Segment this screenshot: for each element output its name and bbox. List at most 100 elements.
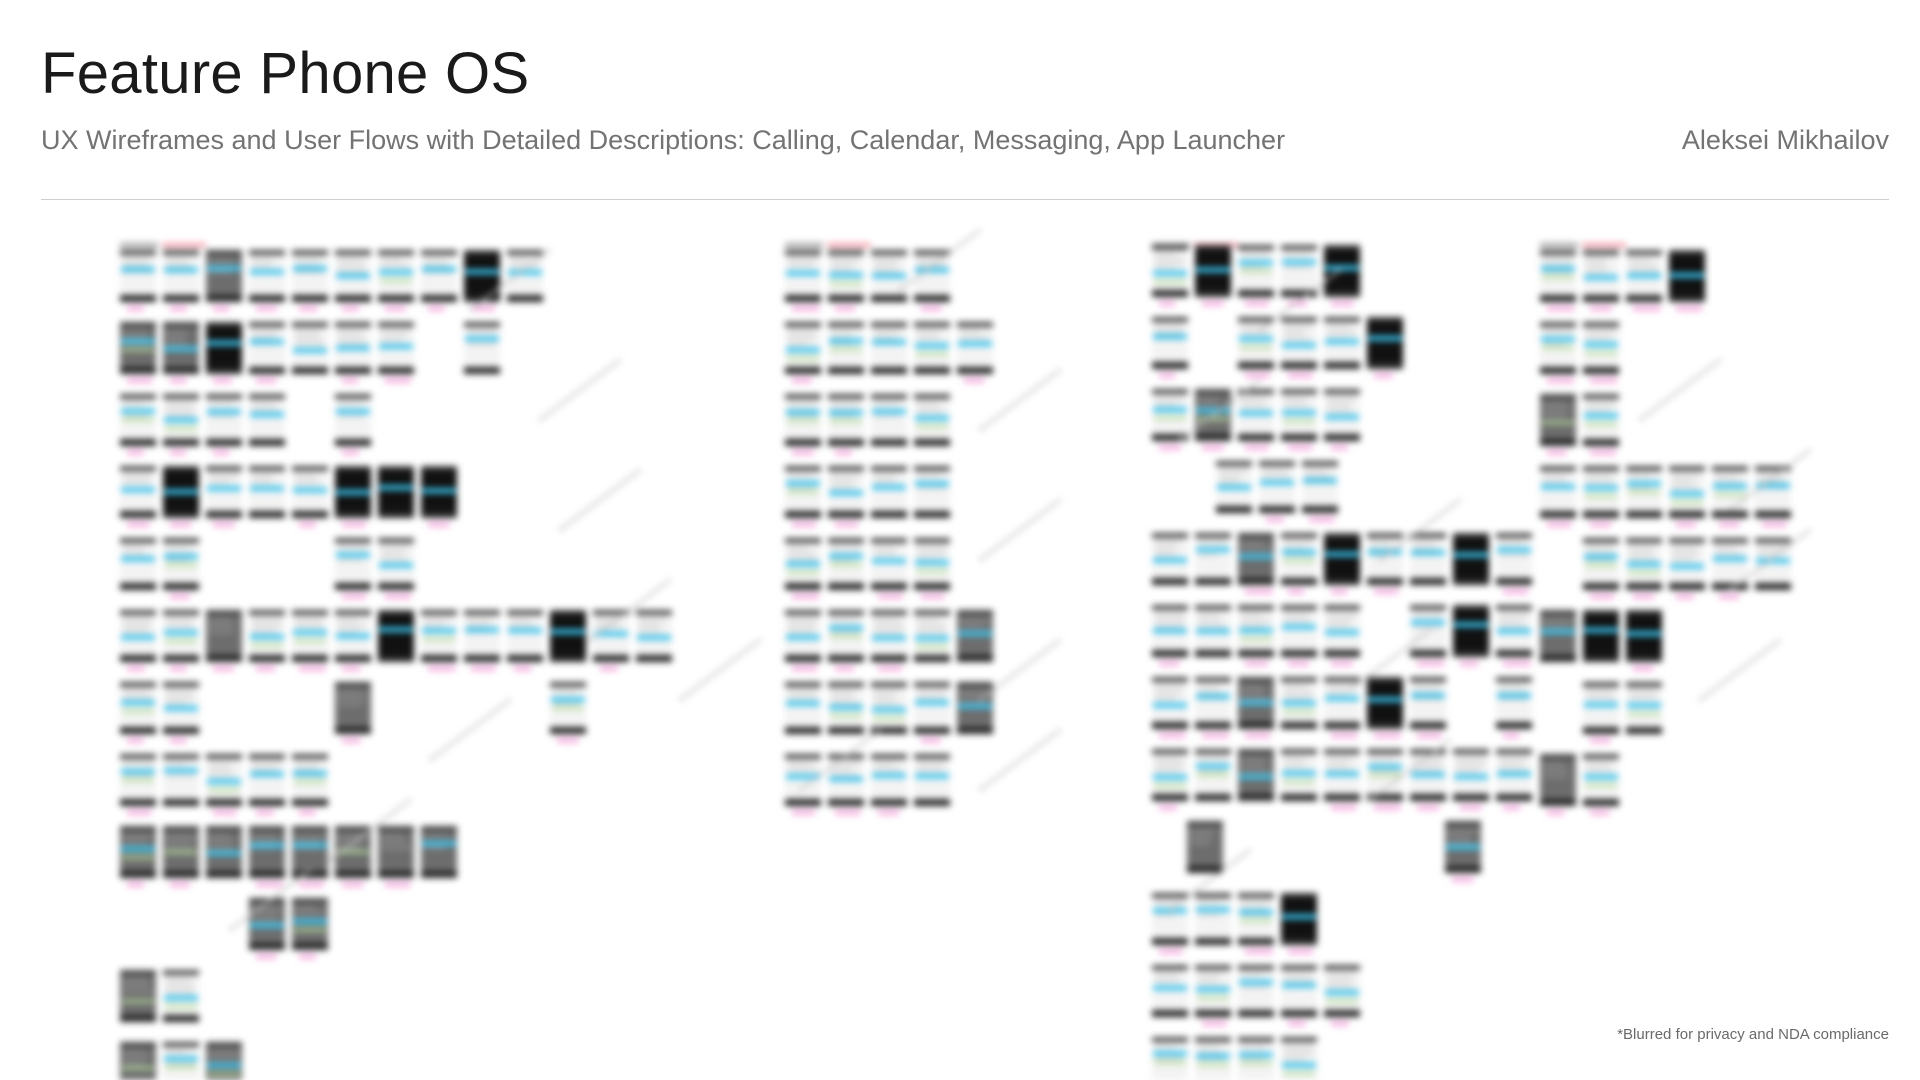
wireframe-screen xyxy=(828,682,864,734)
annotation-note xyxy=(1699,638,1781,702)
wireframe-screen xyxy=(1324,677,1360,738)
annotation-note xyxy=(589,578,671,642)
wireframe-screen xyxy=(421,250,457,311)
wireframe-screen xyxy=(1324,965,1360,1026)
annotation-note xyxy=(899,228,981,292)
wireframe-screen xyxy=(249,898,285,959)
wireframe-screen xyxy=(1453,749,1489,810)
section-heading xyxy=(120,243,206,247)
wireframe-screen xyxy=(1583,538,1619,599)
wireframe-screen xyxy=(1496,749,1532,810)
wireframe-screen xyxy=(1367,677,1403,738)
wireframe-screen xyxy=(120,970,156,1022)
wireframe-screen xyxy=(914,682,950,743)
wireframe-screen xyxy=(378,826,414,887)
wireframe-screen xyxy=(1152,533,1188,585)
annotation-note xyxy=(1379,498,1461,562)
wireframe-screen xyxy=(1152,1037,1188,1080)
author-name: Aleksei Mikhailov xyxy=(1681,125,1889,155)
wireframe-screen xyxy=(163,682,199,743)
wireframe-screen xyxy=(1755,466,1791,527)
wireframe-screen xyxy=(1712,466,1748,527)
wireframe-screen xyxy=(206,466,242,527)
annotation-note xyxy=(1349,628,1431,692)
wireframe-screen xyxy=(1496,677,1532,738)
wireframe-screen xyxy=(120,610,156,671)
wireframe-screen xyxy=(1238,965,1274,1017)
wireframe-screen xyxy=(292,754,328,815)
annotation-note xyxy=(1259,268,1341,332)
wireframe-screen xyxy=(206,610,242,671)
wireframe-screen xyxy=(1540,610,1576,662)
wireframe-screen xyxy=(1540,250,1576,311)
wireframe-screen xyxy=(1152,389,1188,450)
wireframe-screen xyxy=(1324,389,1360,450)
wireframe-screen xyxy=(1755,538,1791,590)
annotation-note xyxy=(1369,738,1451,802)
wireframe-screen xyxy=(378,250,414,311)
wireframe-screen xyxy=(1583,394,1619,455)
annotation-note xyxy=(539,358,621,422)
annotation-note xyxy=(1169,848,1251,912)
annotation-note xyxy=(1729,528,1811,592)
page-subtitle: UX Wireframes and User Flows with Detail… xyxy=(41,125,1286,155)
wireframe-board-canvas xyxy=(120,228,1811,1080)
wireframe-screen xyxy=(206,250,242,311)
wireframe-screen xyxy=(464,250,500,311)
wireframe-screen xyxy=(1583,250,1619,311)
wireframe-screen xyxy=(871,754,907,815)
wireframe-screen xyxy=(1583,610,1619,662)
annotation-note xyxy=(559,468,641,532)
wireframe-screen xyxy=(785,610,821,671)
wireframe-screen xyxy=(871,682,907,734)
wireframe-screen xyxy=(335,682,371,743)
wireframe-screen xyxy=(163,466,199,527)
wireframe-screen xyxy=(292,250,328,311)
wireframe-screen xyxy=(163,1042,199,1080)
wireframe-screen xyxy=(1583,322,1619,383)
wireframe-screen xyxy=(421,466,457,527)
wireframe-screen xyxy=(1583,466,1619,527)
wireframe-screen xyxy=(1152,749,1188,810)
wireframe-screen xyxy=(1367,317,1403,378)
wireframe-screen xyxy=(914,250,950,311)
annotation-note xyxy=(979,638,1061,702)
wireframe-screen xyxy=(1238,317,1274,378)
wireframe-screen xyxy=(120,250,156,311)
wireframe-board xyxy=(0,205,1920,1080)
wireframe-screen xyxy=(1445,821,1481,882)
wireframe-screen xyxy=(335,466,371,527)
wireframe-screen xyxy=(957,322,993,383)
wireframe-screen xyxy=(1281,605,1317,666)
wireframe-screen xyxy=(206,1042,242,1080)
wireframe-screen xyxy=(1238,749,1274,801)
annotation-note xyxy=(1639,358,1721,422)
wireframe-screen xyxy=(1281,533,1317,594)
wireframe-screen xyxy=(120,1042,156,1080)
wireframe-screen xyxy=(1152,317,1188,378)
wireframe-screen xyxy=(292,466,328,527)
wireframe-screen xyxy=(785,394,821,455)
wireframe-screen xyxy=(1152,245,1188,306)
wireframe-screen xyxy=(1281,677,1317,729)
wireframe-screen xyxy=(1367,749,1403,810)
wireframe-screen xyxy=(914,322,950,374)
wireframe-screen xyxy=(914,466,950,518)
wireframe-screen xyxy=(163,250,199,311)
wireframe-screen xyxy=(1324,533,1360,594)
wireframe-screen xyxy=(1626,466,1662,518)
wireframe-screen xyxy=(1410,605,1446,666)
annotation-note xyxy=(229,868,311,932)
wireframe-screen xyxy=(1195,1037,1231,1080)
wireframe-screen xyxy=(1367,533,1403,594)
wireframe-screen xyxy=(378,466,414,518)
wireframe-screen xyxy=(335,322,371,383)
wireframe-screen xyxy=(1152,677,1188,738)
wireframe-screen xyxy=(163,394,199,455)
wireframe-screen xyxy=(1195,605,1231,657)
wireframe-screen xyxy=(550,682,586,743)
wireframe-screen xyxy=(120,826,156,887)
wireframe-screen xyxy=(914,754,950,806)
wireframe-screen xyxy=(1583,754,1619,815)
wireframe-screen xyxy=(292,826,328,887)
